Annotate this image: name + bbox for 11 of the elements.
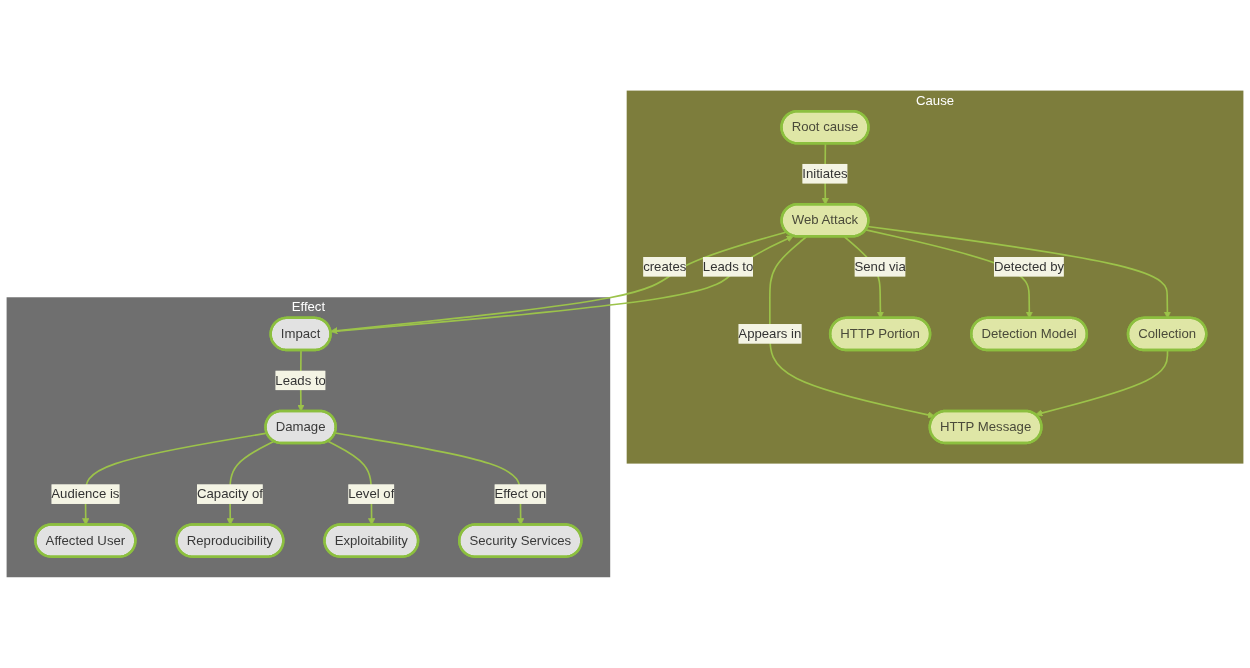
edge-label: Appears in [738,326,802,341]
edge-label: Capacity of [196,486,263,501]
edge-label: Leads to [702,259,754,274]
edge-label: Initiates [802,166,848,181]
edge-label: Detected by [993,259,1065,274]
edge-label: Level of [348,486,395,501]
edge-label: Leads to [275,373,326,388]
edge-label: Audience is [51,486,120,501]
edge-label: Send via [854,259,906,274]
edge-label: creates [643,259,687,274]
edge-label: Effect on [494,486,547,501]
